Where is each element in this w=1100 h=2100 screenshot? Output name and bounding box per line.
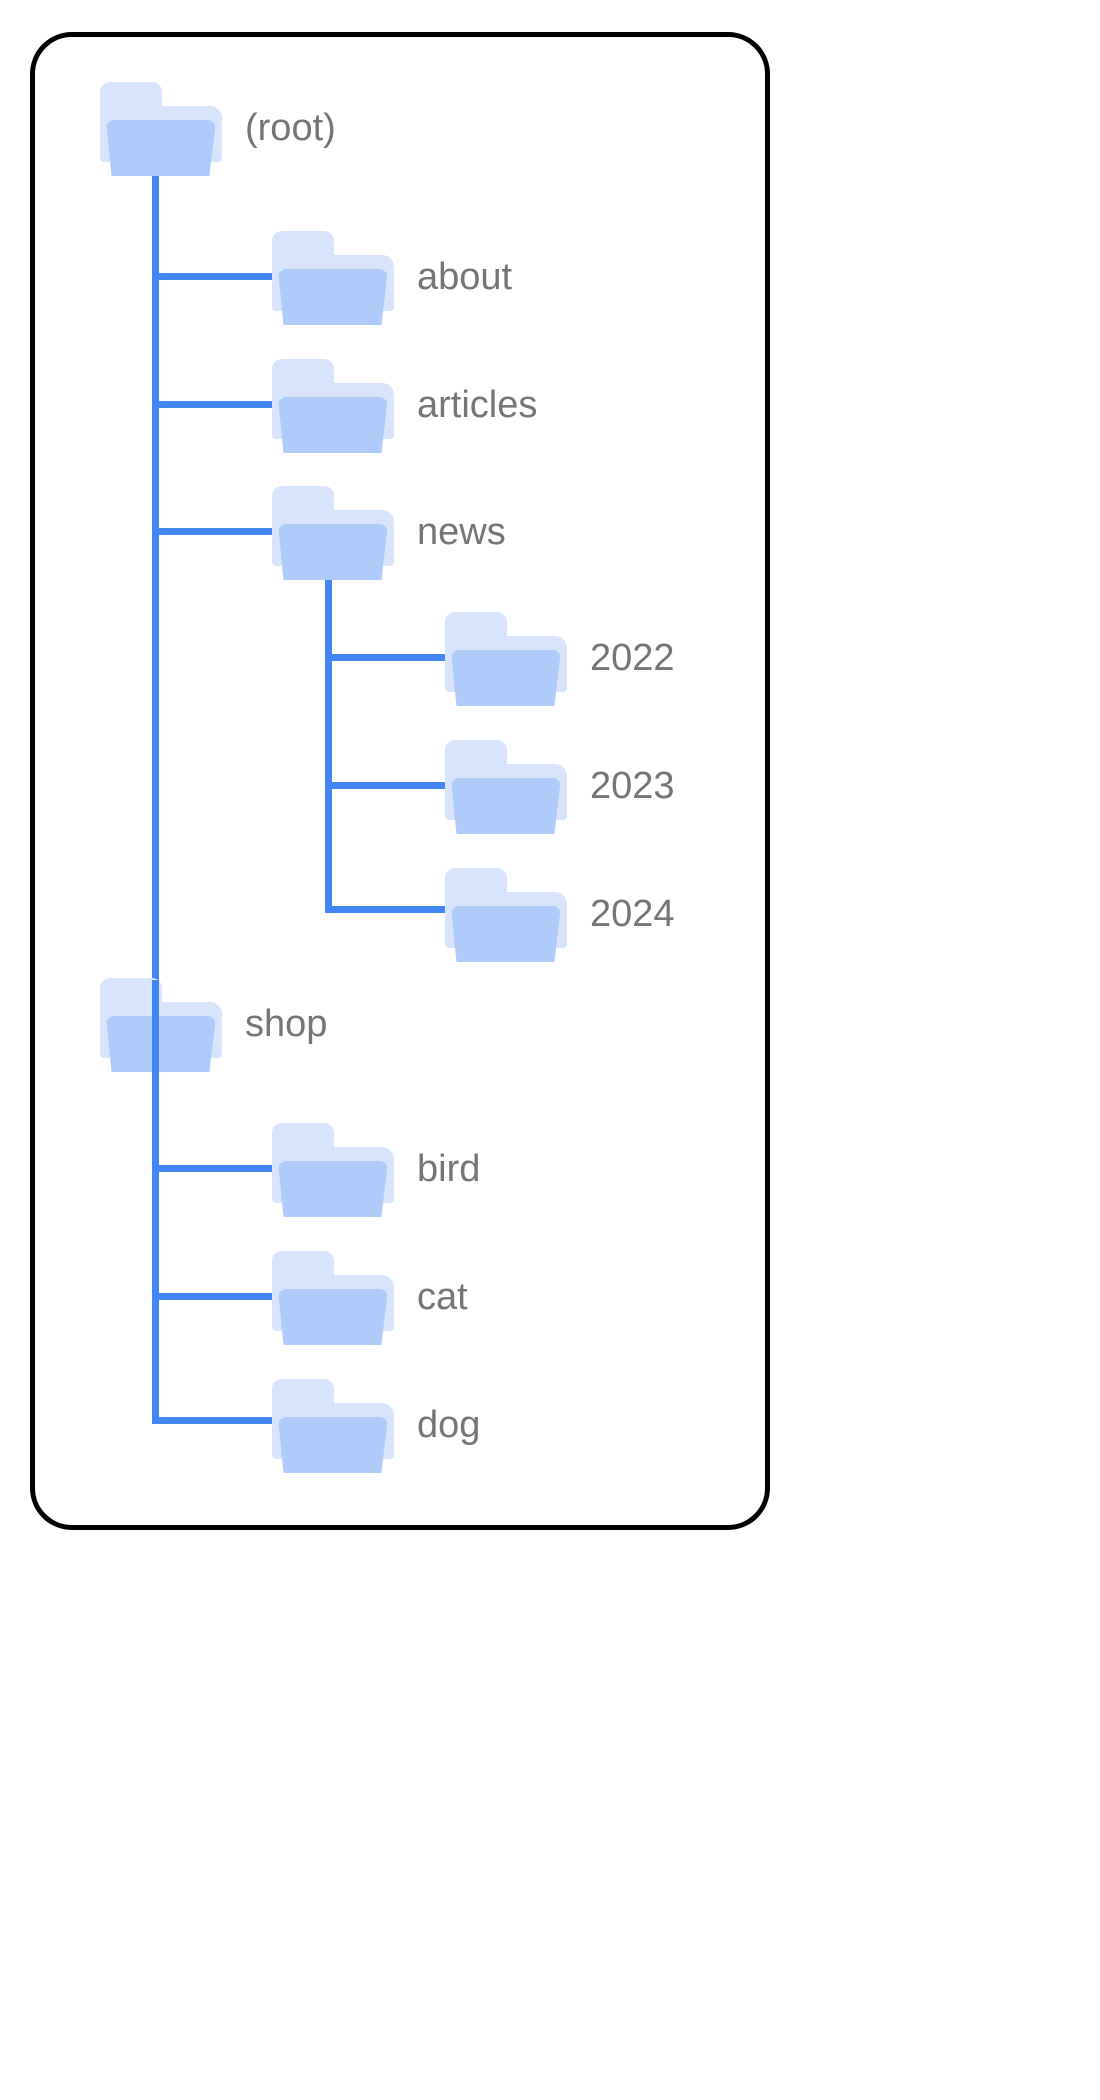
edge-shop-trunk [152,1072,159,1420]
tree-node-label: (root) [245,107,336,149]
tree-node-cat[interactable]: cat [272,1249,468,1345]
folder-icon [272,1121,395,1217]
edge-root-news [152,528,292,535]
tree-node-about[interactable]: about [272,229,512,325]
tree-node-dog[interactable]: dog [272,1377,480,1473]
edge-news-trunk [325,560,332,912]
tree-node-news[interactable]: news [272,484,506,580]
folder-icon [445,610,568,706]
folder-icon [100,976,223,1072]
edge-shop-cat [152,1293,292,1300]
tree-node-label: cat [417,1276,468,1318]
folder-icon [445,738,568,834]
edge-shop-dog [152,1417,292,1424]
folder-icon [445,866,568,962]
tree-node-label: shop [245,1003,328,1045]
tree-node-label: dog [417,1404,481,1446]
edge-shop-bird [152,1165,292,1172]
edge-news-2022 [325,654,465,661]
tree-node-articles[interactable]: articles [272,357,537,453]
tree-node-label: 2023 [590,765,675,807]
tree-node-label: 2024 [590,893,675,935]
edge-root-trunk-overlay [152,980,159,1072]
tree-node-label: 2022 [590,637,675,679]
folder-icon [272,357,395,453]
edge-root-trunk [152,176,159,1028]
tree-node-2023[interactable]: 2023 [445,738,675,834]
folder-icon [272,1249,395,1345]
edge-root-articles [152,401,292,408]
tree-node-shop[interactable]: shop [100,976,327,1072]
tree-node-2022[interactable]: 2022 [445,610,675,706]
edge-news-2023 [325,782,465,789]
tree-node-label: news [417,511,506,553]
tree-node-2024[interactable]: 2024 [445,866,675,962]
folder-icon [272,1377,395,1473]
tree-node-label: about [417,256,513,298]
folder-icon [272,484,395,580]
edge-news-2024 [325,906,465,913]
edge-root-about [152,273,292,280]
folder-icon [100,80,223,176]
folder-icon [272,229,395,325]
tree-node-label: articles [417,384,538,426]
tree-node-bird[interactable]: bird [272,1121,480,1217]
tree-node-label: bird [417,1148,481,1190]
tree-node-root[interactable]: (root) [100,80,336,176]
